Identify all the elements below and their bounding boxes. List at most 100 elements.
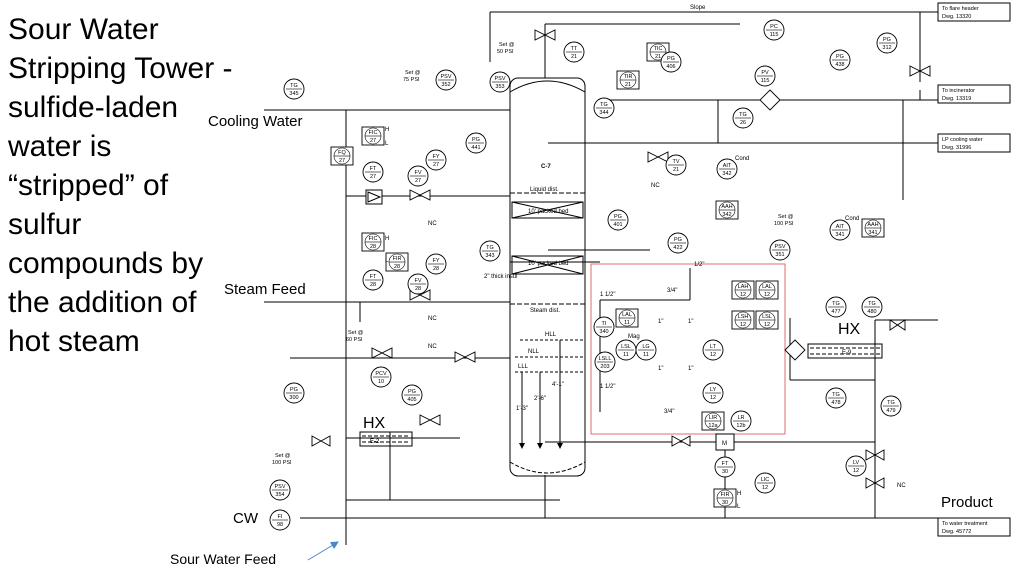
instrument-number: 12 bbox=[764, 292, 770, 298]
motor-label: M bbox=[722, 441, 727, 447]
product-label: Product bbox=[941, 494, 993, 511]
l-label-2: L bbox=[385, 258, 389, 264]
nc-label-5: NC bbox=[428, 344, 437, 350]
instrument-number: 21 bbox=[673, 167, 679, 173]
instrument-tag: AIT bbox=[836, 224, 845, 230]
column-id: C-7 bbox=[541, 164, 551, 170]
instrument-tag: LAH bbox=[738, 284, 749, 290]
instrument-number: 351 bbox=[775, 252, 784, 258]
instrument-number: 438 bbox=[835, 62, 844, 68]
h-label-2: H bbox=[385, 236, 389, 242]
cond-label-1: Cond bbox=[735, 156, 749, 162]
instrument-number: 21 bbox=[625, 82, 631, 88]
instrument-bubbles: TG345PSV352PSV353TT21TIC21TIR21PG406PC11… bbox=[269, 19, 902, 531]
instrument-number: 115 bbox=[770, 32, 779, 38]
instrument-number: 352 bbox=[441, 82, 450, 88]
l-label-3: L bbox=[737, 504, 741, 510]
instrument-ti-340: TI 340 bbox=[593, 316, 615, 338]
instrument-tag: TT bbox=[571, 46, 578, 52]
offpage-4-line2: Dwg. 45772 bbox=[942, 529, 971, 535]
instrument-tag: PG bbox=[883, 37, 891, 43]
instrument-tag: LV bbox=[853, 460, 860, 466]
instrument-tag: PSV bbox=[440, 74, 451, 80]
instrument-number: 405 bbox=[407, 397, 416, 403]
l-label-1: L bbox=[385, 141, 389, 147]
e2-label: E-2 bbox=[370, 439, 380, 445]
instrument-number: 342 bbox=[722, 171, 731, 177]
nc-label-3: NC bbox=[651, 183, 660, 189]
setpoint-5-line2: 100 PSI bbox=[774, 221, 794, 227]
h-label-1: H bbox=[385, 127, 389, 133]
instrument-number: 12 bbox=[764, 322, 770, 328]
instrument-number: 98 bbox=[277, 522, 283, 528]
pipe-size-8: 3/4" bbox=[664, 409, 674, 415]
instrument-number: 12b bbox=[736, 423, 745, 429]
instrument-number: 12 bbox=[710, 395, 716, 401]
instrument-tag: FV bbox=[414, 278, 421, 284]
instrument-number: 27 bbox=[370, 174, 376, 180]
instrument-number: 11 bbox=[643, 352, 649, 358]
instrument-number: 12 bbox=[740, 322, 746, 328]
instrument-tag: PG bbox=[674, 237, 682, 243]
instrument-psv-352: PSV 352 bbox=[435, 69, 457, 91]
setpoint-5-line1: Set @ bbox=[778, 214, 794, 220]
instrument-tag: TIC bbox=[654, 46, 663, 52]
instrument-fv-27: FV 27 bbox=[407, 165, 429, 187]
motor-m bbox=[715, 433, 735, 451]
sour-water-feed-label: Sour Water Feed bbox=[170, 551, 277, 567]
instrument-tag: FV bbox=[414, 170, 421, 176]
instrument-tag: LAL bbox=[762, 284, 772, 290]
instrument-number: 28 bbox=[433, 266, 439, 272]
instrument-tag: FIR bbox=[721, 492, 730, 498]
offpage-connectors bbox=[937, 2, 1011, 537]
instrument-number: 27 bbox=[415, 178, 421, 184]
instrument-tag: TG bbox=[832, 301, 840, 307]
cooling-water-label: Cooling Water bbox=[208, 113, 303, 130]
instrument-ly-12: LY 12 bbox=[702, 382, 724, 404]
instrument-number: 300 bbox=[289, 395, 298, 401]
instrument-number: 477 bbox=[831, 309, 840, 315]
instrument-number: 344 bbox=[599, 110, 608, 116]
nll-label: NLL bbox=[528, 349, 540, 355]
instrument-tag: TG bbox=[887, 400, 895, 406]
offpage-4-line1: To water treatment bbox=[942, 521, 988, 527]
instrument-number: 341 bbox=[835, 232, 844, 238]
instrument-number: 478 bbox=[831, 400, 840, 406]
instrument-tag: LY bbox=[710, 387, 717, 393]
instrument-tag: TI bbox=[602, 321, 607, 327]
pipe-size-5: 1" bbox=[658, 366, 663, 372]
instrument-tag: LT bbox=[710, 344, 717, 350]
instrument-tag: AIT bbox=[723, 163, 732, 169]
instrument-number: 401 bbox=[613, 222, 622, 228]
instrument-number: 30 bbox=[722, 500, 728, 506]
instrument-number: 341 bbox=[868, 230, 877, 236]
instrument-tag: FY bbox=[432, 154, 439, 160]
pipe-size-7: 3/4" bbox=[667, 288, 677, 294]
instrument-number: 27 bbox=[370, 138, 376, 144]
instrument-tag: PG bbox=[614, 214, 622, 220]
offpage-1-line1: To flare header bbox=[942, 6, 979, 12]
setpoint-3-line2: 60 PSI bbox=[346, 337, 363, 343]
column-c7 bbox=[509, 77, 586, 477]
instrument-number: 27 bbox=[433, 162, 439, 168]
instrument-number: 343 bbox=[485, 253, 494, 259]
instrument-number: 340 bbox=[599, 329, 608, 335]
instrument-tag: LIC bbox=[761, 477, 770, 483]
instrument-tag: LR bbox=[737, 415, 744, 421]
instrument-tag: FIC bbox=[369, 236, 378, 242]
